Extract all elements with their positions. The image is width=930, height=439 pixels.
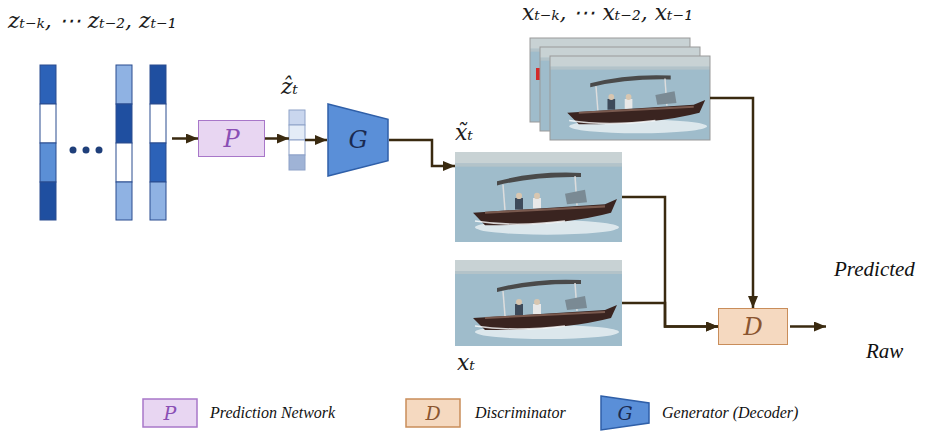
arrow-connector: [265, 137, 289, 140]
math-label: xₜ₋ₖ, ⋯ xₜ₋₂, xₜ₋₁: [522, 2, 693, 24]
arrow-connector: [172, 137, 198, 140]
prediction-network-box: P: [198, 120, 265, 157]
arrow-connector: [305, 139, 327, 142]
arrow-connector: [389, 140, 455, 166]
past-frames-stack: [530, 38, 710, 140]
legend-text: Discriminator: [475, 405, 566, 421]
node-letter: P: [223, 127, 239, 151]
output-label: Predicted: [834, 259, 915, 280]
math-label: xₜ: [457, 352, 475, 374]
legend-shape: [406, 399, 460, 427]
math-label: ẑₜ: [281, 76, 298, 98]
legend-shape: [143, 399, 197, 427]
predicted-vector: [289, 110, 305, 170]
predicted-latent: ẑₜ: [289, 110, 305, 170]
legend-shape: [601, 396, 649, 430]
arrow-connector: [622, 197, 718, 327]
math-label: zₜ₋ₖ, ⋯ zₜ₋₂, zₜ₋₁: [8, 10, 177, 32]
generator-decoder: G: [327, 103, 389, 177]
legend-symbol-letter: G: [617, 404, 632, 423]
output-arrow: [790, 325, 826, 328]
generator-shape: [328, 104, 388, 176]
legend-text: Prediction Network: [210, 405, 335, 421]
predicted-frame-image: [455, 152, 622, 242]
arrow-connector: [710, 98, 753, 308]
node-letter: D: [743, 315, 762, 339]
discriminator-box: D: [718, 308, 788, 345]
math-label: x̃ₜ: [455, 122, 473, 144]
raw-frame-image: [455, 260, 622, 346]
raw-frame: xₜ: [455, 260, 622, 346]
arrow-connector: [622, 303, 718, 327]
output-label: Raw: [866, 341, 903, 362]
predicted-frame: x̃ₜ: [455, 152, 622, 242]
node-letter: G: [348, 128, 367, 152]
latent-vectors: [40, 65, 166, 220]
ellipsis-dots: [70, 147, 103, 154]
latent-sequence: zₜ₋ₖ, ⋯ zₜ₋₂, zₜ₋₁: [36, 62, 172, 222]
legend-symbol-letter: P: [164, 404, 177, 423]
legend-symbol-letter: D: [425, 404, 440, 423]
legend-text: Generator (Decoder): [662, 405, 798, 421]
past-frames: xₜ₋ₖ, ⋯ xₜ₋₂, xₜ₋₁: [550, 56, 710, 140]
